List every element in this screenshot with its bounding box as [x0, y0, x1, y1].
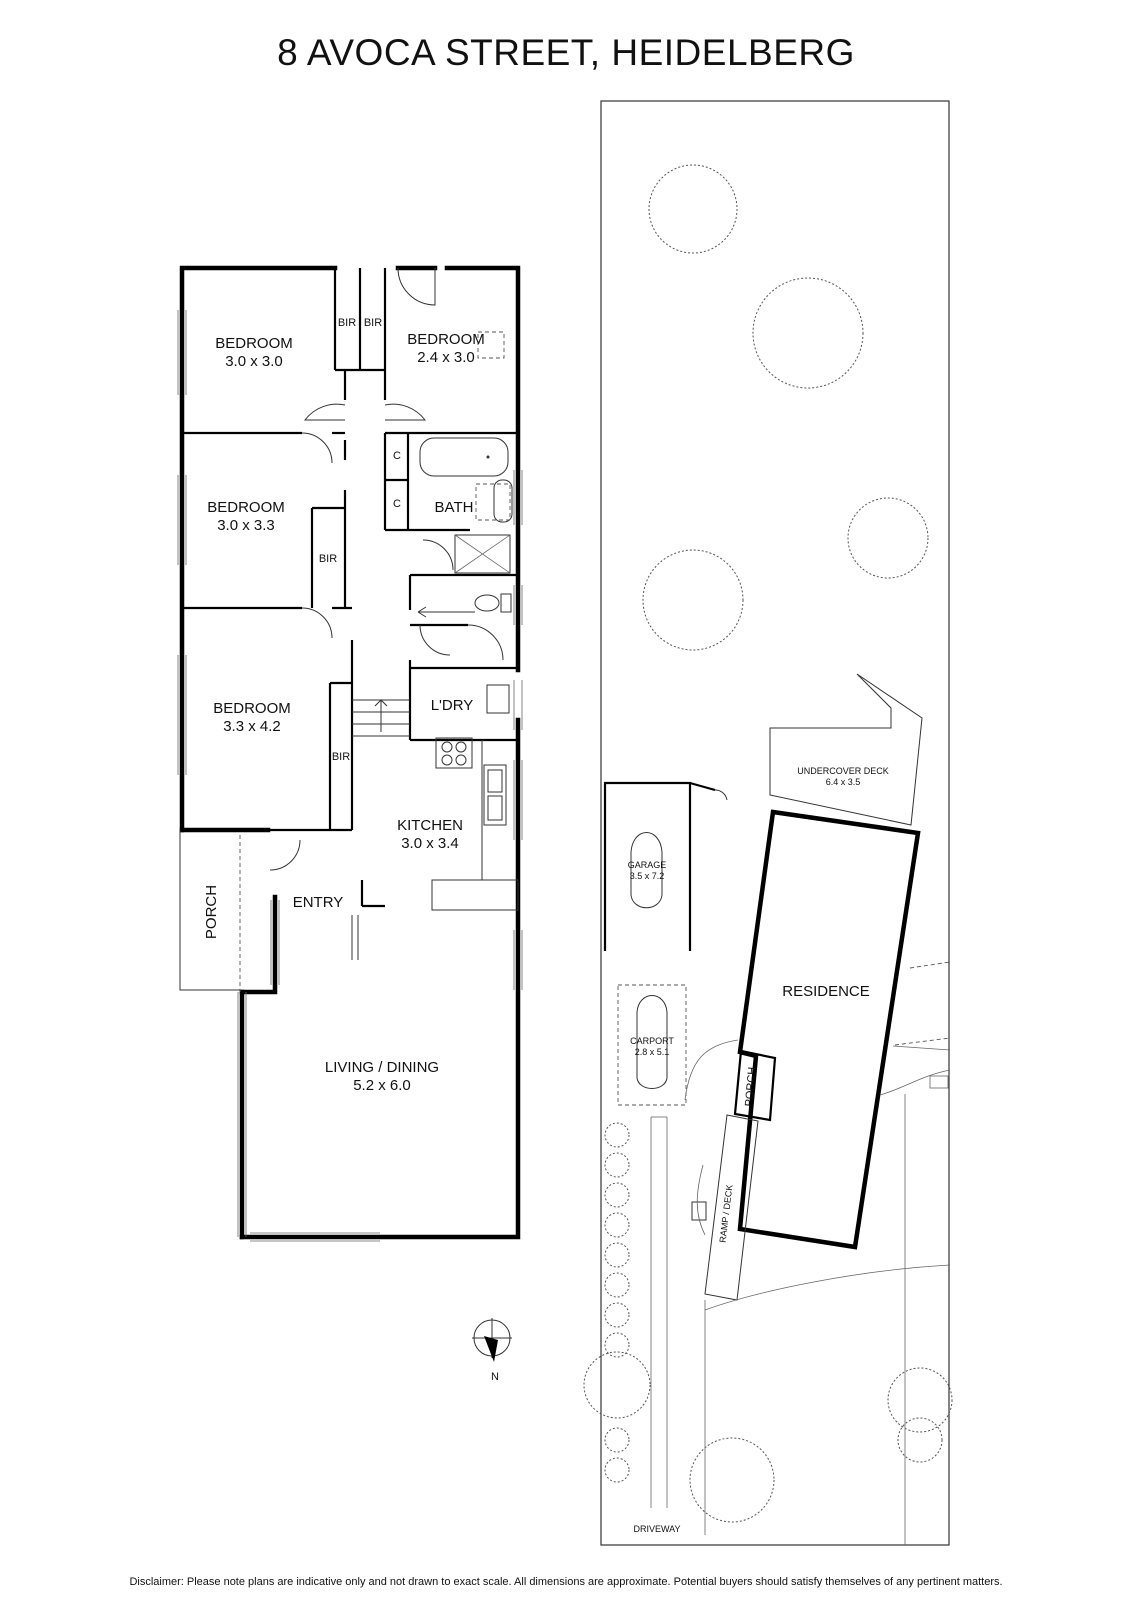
bedroom3-name: BEDROOM — [207, 499, 285, 516]
garage-name: GARAGE — [628, 860, 667, 870]
kitchen-size: 3.0 x 3.4 — [401, 835, 459, 852]
site-plan: UNDERCOVER DECK 6.4 x 3.5 GARAGE 3.5 x 7… — [583, 100, 953, 1546]
bedroom1-size: 3.0 x 3.0 — [225, 353, 283, 370]
bath-label: BATH — [435, 499, 474, 516]
carport-size: 2.8 x 5.1 — [635, 1047, 670, 1057]
entry-label: ENTRY — [293, 894, 344, 911]
bir-label-4: BIR — [332, 751, 350, 763]
bedroom4-name: BEDROOM — [213, 700, 291, 717]
bir-label-2: BIR — [364, 317, 382, 329]
porch-label: PORCH — [203, 885, 220, 939]
north-arrow-icon — [472, 1318, 512, 1362]
bedroom1-name: BEDROOM — [215, 335, 293, 352]
deck-size: 6.4 x 3.5 — [826, 777, 861, 787]
ramp-label: RAMP / DECK — [718, 1184, 735, 1243]
bedroom3-size: 3.0 x 3.3 — [217, 517, 275, 534]
cupboard-label-2: C — [393, 498, 401, 510]
bedroom2-size: 2.4 x 3.0 — [417, 349, 475, 366]
bedroom2-name: BEDROOM — [407, 331, 485, 348]
living-name: LIVING / DINING — [325, 1059, 439, 1076]
north-label: N — [491, 1371, 499, 1383]
deck-name: UNDERCOVER DECK — [797, 766, 889, 776]
bir-label-1: BIR — [338, 317, 356, 329]
laundry-label: L'DRY — [431, 697, 474, 714]
kitchen-name: KITCHEN — [397, 817, 463, 834]
bedroom4-size: 3.3 x 4.2 — [223, 718, 281, 735]
cupboard-label-1: C — [393, 450, 401, 462]
living-size: 5.2 x 6.0 — [353, 1077, 411, 1094]
residence-label: RESIDENCE — [782, 983, 870, 1000]
disclaimer-text: Disclaimer: Please note plans are indica… — [129, 1576, 1003, 1588]
garage-size: 3.5 x 7.2 — [630, 871, 665, 881]
driveway-label: DRIVEWAY — [633, 1524, 680, 1534]
plan-title: 8 AVOCA STREET, HEIDELBERG — [277, 32, 855, 73]
floor-plan: BEDROOM 3.0 x 3.0 BEDROOM 2.4 x 3.0 BEDR… — [177, 265, 523, 1383]
carport-name: CARPORT — [630, 1036, 674, 1046]
bir-label-3: BIR — [319, 553, 337, 565]
site-porch-label: PORCH — [743, 1066, 758, 1107]
